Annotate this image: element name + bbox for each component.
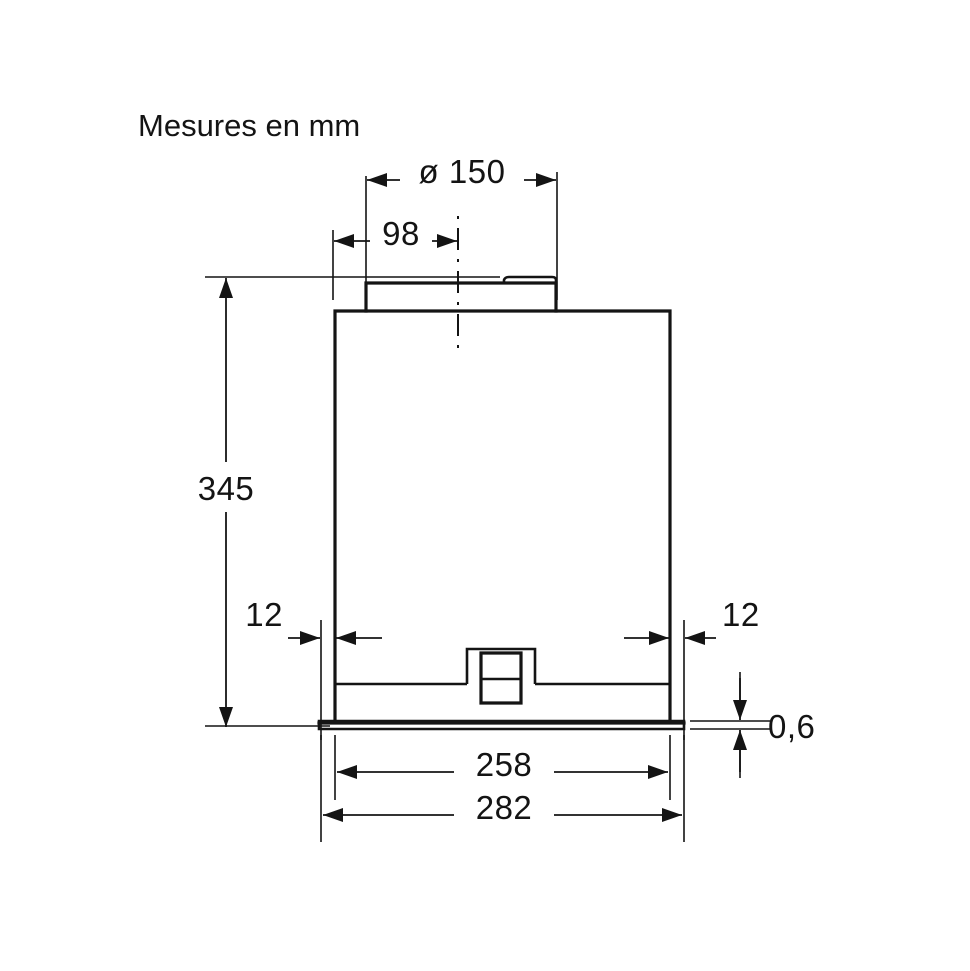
label-backdrop xyxy=(400,160,524,188)
support-central-piece xyxy=(479,651,523,705)
dimension-label-duct-diameter: ø 150 xyxy=(419,153,506,190)
arrow-down-icon xyxy=(219,707,233,727)
dimension-label-overall-width: 282 xyxy=(476,789,533,826)
arrow-up-icon xyxy=(219,278,233,298)
arrow-right-icon xyxy=(649,631,669,645)
support-central-contour xyxy=(465,647,537,684)
dimension-inset-left: 12 xyxy=(245,596,382,645)
dimension-overall-width: 282 xyxy=(323,789,682,826)
dimension-label-inset-right: 12 xyxy=(722,596,760,633)
arrow-right-icon xyxy=(648,765,668,779)
arrow-left-icon xyxy=(337,765,357,779)
label-backdrop xyxy=(454,795,554,824)
arrow-left-icon xyxy=(323,808,343,822)
dimension-duct-offset: 98 xyxy=(334,215,457,252)
conduit-evacuation-outline xyxy=(364,281,558,313)
extension-lines-group xyxy=(205,172,770,842)
arrow-right-icon xyxy=(437,234,457,248)
dimension-label-duct-offset: 98 xyxy=(382,215,420,252)
product-outline-group xyxy=(317,275,686,731)
arrow-left-icon xyxy=(334,234,354,248)
dimension-inset-right: 12 xyxy=(624,596,760,645)
arrow-down-icon xyxy=(733,700,747,720)
arrow-right-icon xyxy=(300,631,320,645)
dimension-duct-diameter: ø 150 xyxy=(367,153,556,190)
conduit-languette-icon xyxy=(502,275,558,283)
label-backdrop xyxy=(454,752,554,781)
arrow-right-icon xyxy=(536,173,556,187)
arrow-left-icon xyxy=(685,631,705,645)
dimension-height: 345 xyxy=(198,278,255,727)
corps-hotte-outline xyxy=(333,309,672,724)
label-backdrop xyxy=(370,222,432,250)
dimension-label-height: 345 xyxy=(198,470,255,507)
dimension-label-flange-thickness: 0,6 xyxy=(768,708,815,745)
arrow-right-icon xyxy=(662,808,682,822)
dimension-label-inset-left: 12 xyxy=(245,596,283,633)
dimension-body-width: 258 xyxy=(337,746,668,783)
arrow-up-icon xyxy=(733,730,747,750)
dimension-flange-thickness: 0,6 xyxy=(733,678,815,772)
dimension-label-body-width: 258 xyxy=(476,746,533,783)
arrow-left-icon xyxy=(336,631,356,645)
arrow-left-icon xyxy=(367,173,387,187)
drawing-title: Mesures en mm xyxy=(138,108,360,143)
